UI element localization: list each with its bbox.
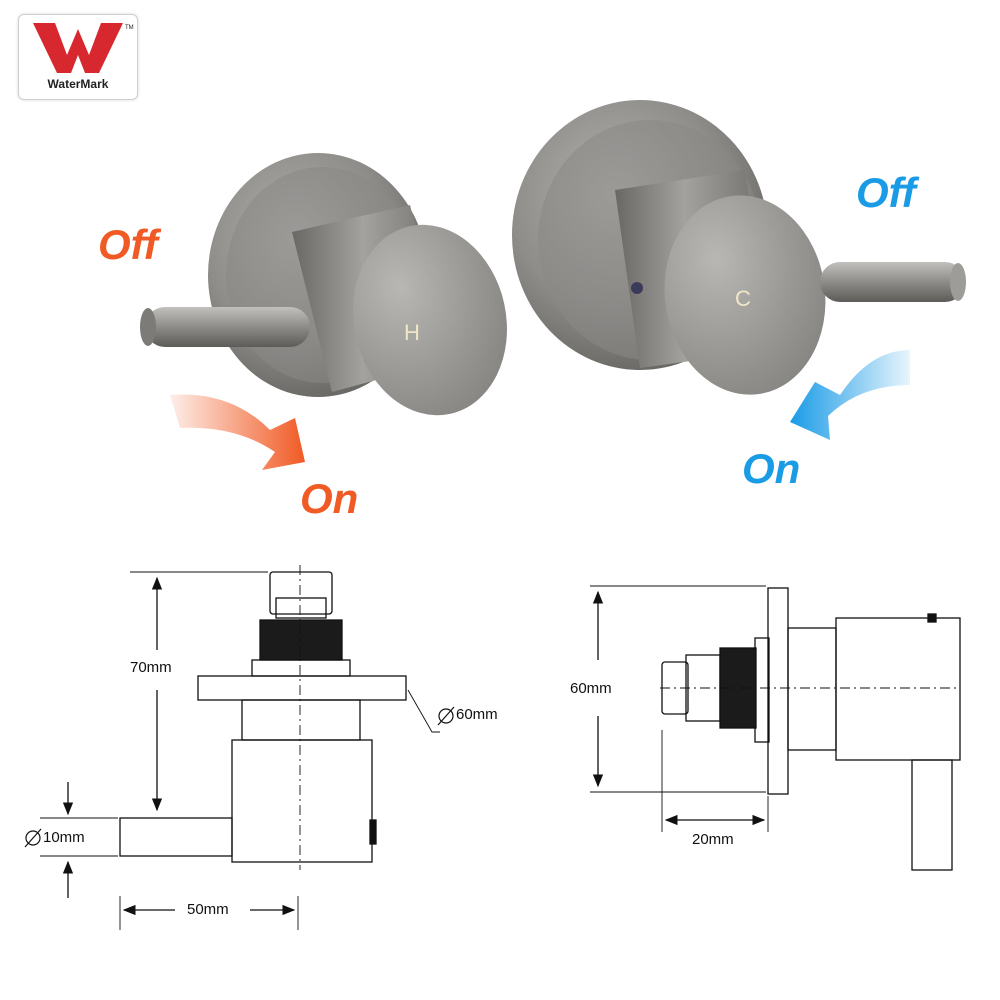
watermark-w-icon: TM [33,23,134,73]
cold-tap: C [512,100,966,440]
watermark-logo: TM WaterMark [18,14,138,100]
taps-illustration: H C [140,100,966,470]
depth-dimension-label: 20mm [692,831,734,848]
hot-lever [145,307,310,347]
hot-off-label: Off [98,221,158,268]
hot-handle-face [353,224,507,416]
trademark-symbol: TM [125,25,134,31]
side-handle [911,759,953,871]
diameter-dimension-label: 60mm [456,706,498,723]
cold-on-arrow-icon [790,350,910,440]
cold-off-label: Off [856,169,916,216]
cold-handle-letter: C [735,286,751,311]
front-thread [259,619,343,661]
front-handle [119,817,233,857]
side-view-drawing [590,585,961,871]
cold-handle-face [664,195,826,395]
side-height-label: 60mm [570,680,612,697]
side-wall-plate [767,587,789,795]
front-view-drawing [40,565,440,930]
hot-tap: H [140,153,507,470]
hot-on-arrow-icon [170,394,305,470]
diameter-symbol-icon [438,708,454,724]
cold-on-label: On [742,445,801,492]
handle-diameter-label: 10mm [43,829,85,846]
technical-drawings [24,565,961,930]
hot-on-label: On [300,475,359,522]
front-wall-plate [197,675,407,701]
logo-brand-text: WaterMark [47,77,109,91]
side-body [835,617,961,761]
width-dimension-label: 50mm [187,901,229,918]
height-dimension-label: 70mm [130,659,172,676]
cold-lever [820,262,965,302]
front-body [231,739,373,863]
diameter-symbol-icon [25,830,41,846]
hot-handle-letter: H [404,320,420,345]
cold-indicator-dot [631,282,643,294]
